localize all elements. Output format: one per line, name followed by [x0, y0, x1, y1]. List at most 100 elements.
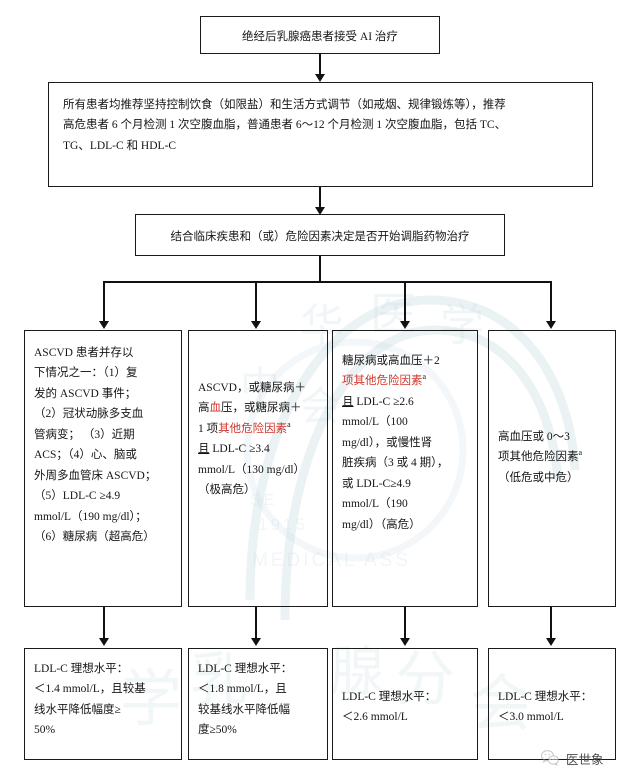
risk-line: 下情况之一：（1）复 — [34, 363, 172, 383]
risk-text: 项其他危险因素 — [498, 451, 579, 464]
risk-text: mmol/L（190 — [342, 498, 408, 511]
risk-text: 且 — [198, 443, 210, 456]
risk-line: mmol/L（130 mg/dl） — [198, 460, 318, 480]
risk-text: 压 — [221, 402, 233, 415]
risk-box-high: 糖尿病或高血压＋2 项其他危险因素a 且 LDL-C ≥2.6 mmol/L（100 m… — [332, 330, 478, 607]
risk-line: 管病变； （3）近期 — [34, 425, 172, 445]
node-decision-line-0: 结合临床疾患和（或）危险因素决定是否开始调脂药物治疗 — [170, 231, 470, 243]
node-lifestyle-line-2: TG、LDL-C 和 HDL-C — [63, 139, 177, 152]
risk-line: 1 项其他危险因素a — [198, 419, 318, 439]
arrow-lifestyle-to-decision — [315, 207, 325, 215]
arrow-bus-to-risk-4 — [546, 321, 556, 329]
target-very-high-line-0: LDL-C 理想水平： — [198, 663, 293, 675]
footnote-marker: a — [578, 448, 583, 458]
risk-line: mmol/L（100 — [342, 412, 468, 432]
risk-line: ASCVD 患者并存以 — [34, 343, 172, 363]
target-low-moderate-line-0: LDL-C 理想水平： — [498, 691, 593, 703]
arrow-risk-1-to-target-1 — [99, 638, 109, 646]
node-lifestyle-line-0: 所有患者均推荐坚持控制饮食（如限盐）和生活方式调节（如戒烟、规律锻炼等），推荐 — [63, 99, 506, 111]
risk-line: （2）冠状动脉多支血 — [34, 404, 172, 424]
arrow-risk-2-to-target-2 — [251, 638, 261, 646]
target-very-high-line-3: 度≥50% — [198, 724, 237, 737]
target-low-moderate-line-1: ＜3.0 mmol/L — [498, 711, 564, 724]
risk-text: （5）LDL-C ≥4.9 — [34, 490, 121, 503]
footnote-marker: a — [287, 420, 291, 430]
target-box-extreme-high: LDL-C 理想水平： ＜1.4 mmol/L，且较基 线水平降低幅度≥ 50% — [24, 648, 182, 760]
risk-box-low-moderate-body: 高血压或 0～3 项其他危险因素a （低危或中危） — [489, 331, 615, 500]
risk-text: LDL-C ≥2.6 — [353, 395, 414, 408]
risk-text: 项其他危险因素 — [342, 375, 423, 388]
risk-text: mmol/L（100 — [342, 416, 408, 429]
connector-decision-stem — [319, 256, 321, 282]
risk-line: mg/dl），或慢性肾 — [342, 433, 468, 453]
target-extreme-high-line-1: ＜1.4 mmol/L，且较基 — [34, 683, 146, 696]
risk-text: 管病变； （3）近期 — [34, 428, 135, 441]
risk-line: 高血压，或糖尿病＋ — [198, 398, 318, 418]
target-extreme-high-line-3: 50% — [34, 724, 56, 737]
arrow-bus-to-risk-3 — [400, 321, 410, 329]
risk-line: 且 LDL-C ≥2.6 — [342, 392, 468, 412]
risk-text: 高 — [198, 402, 210, 415]
risk-line: ACS；（4）心、脑或 — [34, 445, 172, 465]
risk-text: （低危或中危） — [498, 471, 579, 484]
risk-text: ASCVD，或糖尿病＋ — [198, 382, 306, 394]
risk-text: 或 LDL-C≥4.9 — [342, 477, 411, 490]
target-extreme-high-line-0: LDL-C 理想水平： — [34, 663, 129, 675]
risk-line: （5）LDL-C ≥4.9 — [34, 486, 172, 506]
risk-text: 脏疾病（3 或 4 期）， — [342, 457, 449, 470]
connector-risk-2-to-target-2 — [255, 607, 257, 640]
target-box-very-high: LDL-C 理想水平： ＜1.8 mmol/L，且 较基线水平降低幅 度≥50% — [188, 648, 328, 760]
target-box-high: LDL-C 理想水平： ＜2.6 mmol/L — [332, 648, 478, 760]
risk-line: 且 LDL-C ≥3.4 — [198, 439, 318, 459]
risk-box-high-body: 糖尿病或高血压＋2 项其他危险因素a 且 LDL-C ≥2.6 mmol/L（100 m… — [333, 331, 477, 547]
risk-line: mg/dl）（高危） — [342, 515, 468, 535]
risk-line: ASCVD，或糖尿病＋ — [198, 378, 318, 398]
risk-text: 外周多血管床 ASCVD； — [34, 469, 157, 482]
risk-line: （极高危） — [198, 480, 318, 500]
risk-text: mmol/L（130 mg/dl） — [198, 463, 306, 476]
node-start-line-0: 绝经后乳腺癌患者接受 AI 治疗 — [242, 31, 398, 43]
risk-line: 高血压或 0～3 — [498, 427, 606, 447]
risk-line: mmol/L（190 mg/dl）； — [34, 507, 172, 527]
risk-line: 糖尿病或高血压＋2 — [342, 351, 468, 371]
node-decision: 结合临床疾患和（或）危险因素决定是否开始调脂药物治疗 — [135, 214, 505, 256]
risk-text: （2）冠状动脉多支血 — [34, 408, 144, 421]
risk-text: ，或糖尿病＋ — [232, 402, 302, 415]
target-very-high-line-2: 较基线水平降低幅 — [198, 703, 290, 716]
arrow-risk-4-to-target-4 — [546, 638, 556, 646]
risk-box-extreme-high: ASCVD 患者并存以下情况之一：（1）复发的 ASCVD 事件；（2）冠状动脉… — [24, 330, 182, 607]
node-start: 绝经后乳腺癌患者接受 AI 治疗 — [200, 16, 440, 54]
risk-text: 高血压或 0～3 — [498, 431, 570, 443]
risk-line: 脏疾病（3 或 4 期）， — [342, 453, 468, 473]
risk-text: 血 — [209, 402, 222, 415]
target-extreme-high-line-2: 线水平降低幅度≥ — [34, 703, 121, 716]
risk-text: （6）糖尿病（超高危） — [34, 531, 155, 544]
connector-risk-1-to-target-1 — [103, 607, 105, 640]
target-high-line-1: ＜2.6 mmol/L — [342, 711, 408, 724]
arrow-risk-3-to-target-3 — [400, 638, 410, 646]
arrow-bus-to-risk-1 — [99, 321, 109, 329]
risk-text: LDL-C ≥3.4 — [209, 443, 270, 456]
risk-text: （极高危） — [198, 484, 256, 497]
risk-text: mmol/L（190 mg/dl）； — [34, 510, 147, 523]
connector-risk-4-to-target-4 — [550, 607, 552, 640]
target-very-high-line-1: ＜1.8 mmol/L，且 — [198, 683, 287, 696]
risk-text: ACS；（4）心、脑或 — [34, 449, 137, 462]
target-high-line-0: LDL-C 理想水平： — [342, 691, 437, 703]
risk-line: 外周多血管床 ASCVD； — [34, 466, 172, 486]
risk-text: 且 — [342, 395, 354, 408]
risk-text: 1 项 — [198, 422, 219, 435]
risk-line: 或 LDL-C≥4.9 — [342, 474, 468, 494]
risk-line: mmol/L（190 — [342, 494, 468, 514]
footer-brand-label: 医世象 — [566, 752, 604, 767]
connector-bus-to-risk-4 — [550, 281, 552, 323]
connector-start-to-lifestyle — [319, 54, 321, 76]
footer-brand: 医世象 — [540, 748, 604, 768]
risk-text: mg/dl），或慢性肾 — [342, 436, 433, 449]
footnote-marker: a — [422, 372, 427, 382]
connector-bus-to-risk-2 — [255, 281, 257, 323]
target-box-low-moderate: LDL-C 理想水平： ＜3.0 mmol/L — [488, 648, 616, 760]
